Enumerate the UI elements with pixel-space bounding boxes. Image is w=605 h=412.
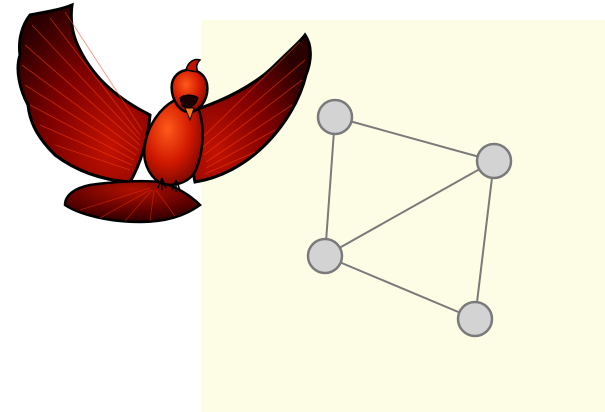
graph-node-4[interactable]: [458, 302, 492, 336]
tail: [65, 181, 200, 222]
cardinal-bird-icon: [0, 0, 330, 235]
graph-node-3[interactable]: [308, 239, 342, 273]
cardinal-bird-image: [0, 0, 330, 235]
graph-node-2[interactable]: [477, 144, 511, 178]
bird-crest: [186, 59, 200, 72]
